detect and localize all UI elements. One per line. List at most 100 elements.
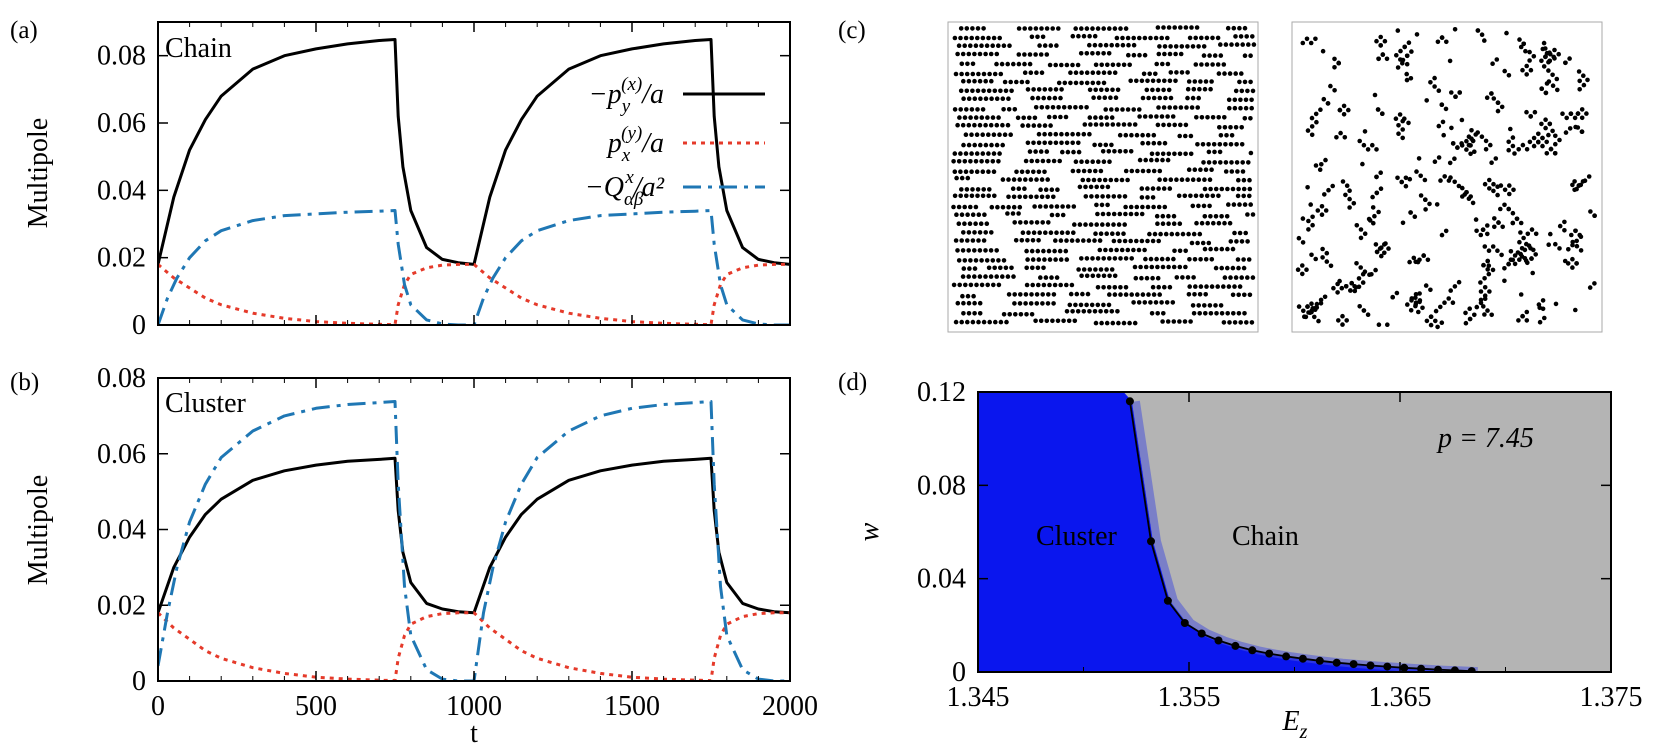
particle (1234, 160, 1240, 165)
particle (1073, 26, 1078, 31)
particle (1482, 312, 1487, 317)
particle (969, 132, 974, 137)
particle (1040, 220, 1045, 225)
particle (1197, 311, 1202, 316)
particle (1025, 238, 1030, 243)
particle (1182, 193, 1188, 199)
particle (1180, 231, 1186, 237)
particle (1166, 213, 1171, 219)
particle (1064, 131, 1070, 137)
particle (1502, 278, 1507, 284)
particle (1456, 183, 1462, 189)
particle (1459, 117, 1465, 123)
particle (1027, 52, 1033, 57)
particle (994, 61, 999, 67)
particle (977, 311, 983, 316)
particle (1365, 147, 1371, 152)
particle (1222, 71, 1227, 76)
particle (1055, 318, 1061, 324)
particle (1536, 302, 1542, 307)
particle (1548, 231, 1553, 237)
panel-d-xtick-label: 1.375 (1580, 682, 1643, 713)
particle (1517, 37, 1522, 42)
particle (1457, 90, 1462, 95)
particle (1453, 94, 1458, 99)
particle (1053, 140, 1059, 146)
particle (1093, 168, 1098, 174)
particle (1180, 275, 1185, 280)
particle (1131, 42, 1137, 48)
particle (1029, 312, 1035, 317)
particle (1459, 141, 1464, 146)
particle (1318, 301, 1324, 306)
particle (1132, 122, 1138, 127)
particle (1450, 300, 1456, 306)
particle (1241, 186, 1247, 192)
particle (1010, 186, 1016, 191)
particle (1156, 105, 1161, 110)
particle (1036, 169, 1042, 175)
particle (1233, 125, 1239, 130)
particle (1320, 246, 1325, 252)
particle (1100, 194, 1105, 199)
particle (1085, 291, 1091, 297)
particle (1475, 130, 1480, 135)
particle (1106, 149, 1112, 154)
particle (989, 230, 994, 235)
particle (1102, 95, 1108, 100)
particle (1447, 58, 1453, 64)
particle (1423, 197, 1428, 202)
particle (1527, 139, 1533, 145)
particle (1436, 155, 1442, 160)
particle (1232, 230, 1237, 236)
particle (1101, 273, 1107, 279)
particle (1575, 125, 1581, 130)
particle (961, 78, 966, 84)
particle (1552, 151, 1558, 156)
particle (1541, 64, 1547, 69)
particle (1551, 54, 1556, 60)
particle (1314, 301, 1320, 307)
particle (1075, 62, 1081, 68)
particle (1112, 292, 1118, 297)
particle (1151, 132, 1157, 138)
particle (1235, 169, 1240, 174)
particle (1117, 238, 1122, 244)
particle (1539, 121, 1544, 127)
panel-a-chart: 00.020.040.060.08 Chain Multipole −py(x)… (23, 21, 791, 341)
particle (1373, 242, 1379, 247)
particle (1510, 210, 1516, 216)
particle (1581, 82, 1587, 88)
particle (1092, 238, 1097, 243)
legend-entry-label: px(y)/a (606, 123, 664, 166)
particle (1313, 36, 1318, 42)
particle (1237, 79, 1242, 85)
particle (1574, 261, 1579, 266)
particle (1510, 135, 1516, 140)
particle (1492, 224, 1497, 230)
particle (1006, 177, 1011, 182)
particle (1502, 266, 1507, 271)
region-label-cluster: Cluster (1036, 521, 1118, 552)
particle (962, 204, 967, 210)
particle (964, 88, 970, 94)
panel-d-ylabel: w (854, 522, 885, 541)
particle (1563, 60, 1568, 66)
particle (956, 204, 962, 210)
particle (1079, 256, 1084, 261)
particle (1532, 109, 1538, 115)
particle (1145, 195, 1150, 200)
particle (1111, 238, 1117, 244)
particle (1156, 51, 1162, 57)
particle (1183, 264, 1188, 270)
particle (1248, 202, 1253, 207)
particle (1199, 115, 1205, 120)
particle (1150, 186, 1156, 191)
panel-a-ytick-label: 0.08 (97, 41, 146, 72)
particle (1017, 301, 1023, 306)
particle (1090, 256, 1095, 261)
particle (1495, 108, 1501, 114)
particle (1336, 60, 1341, 66)
particle (1146, 292, 1151, 297)
particle (960, 122, 966, 128)
